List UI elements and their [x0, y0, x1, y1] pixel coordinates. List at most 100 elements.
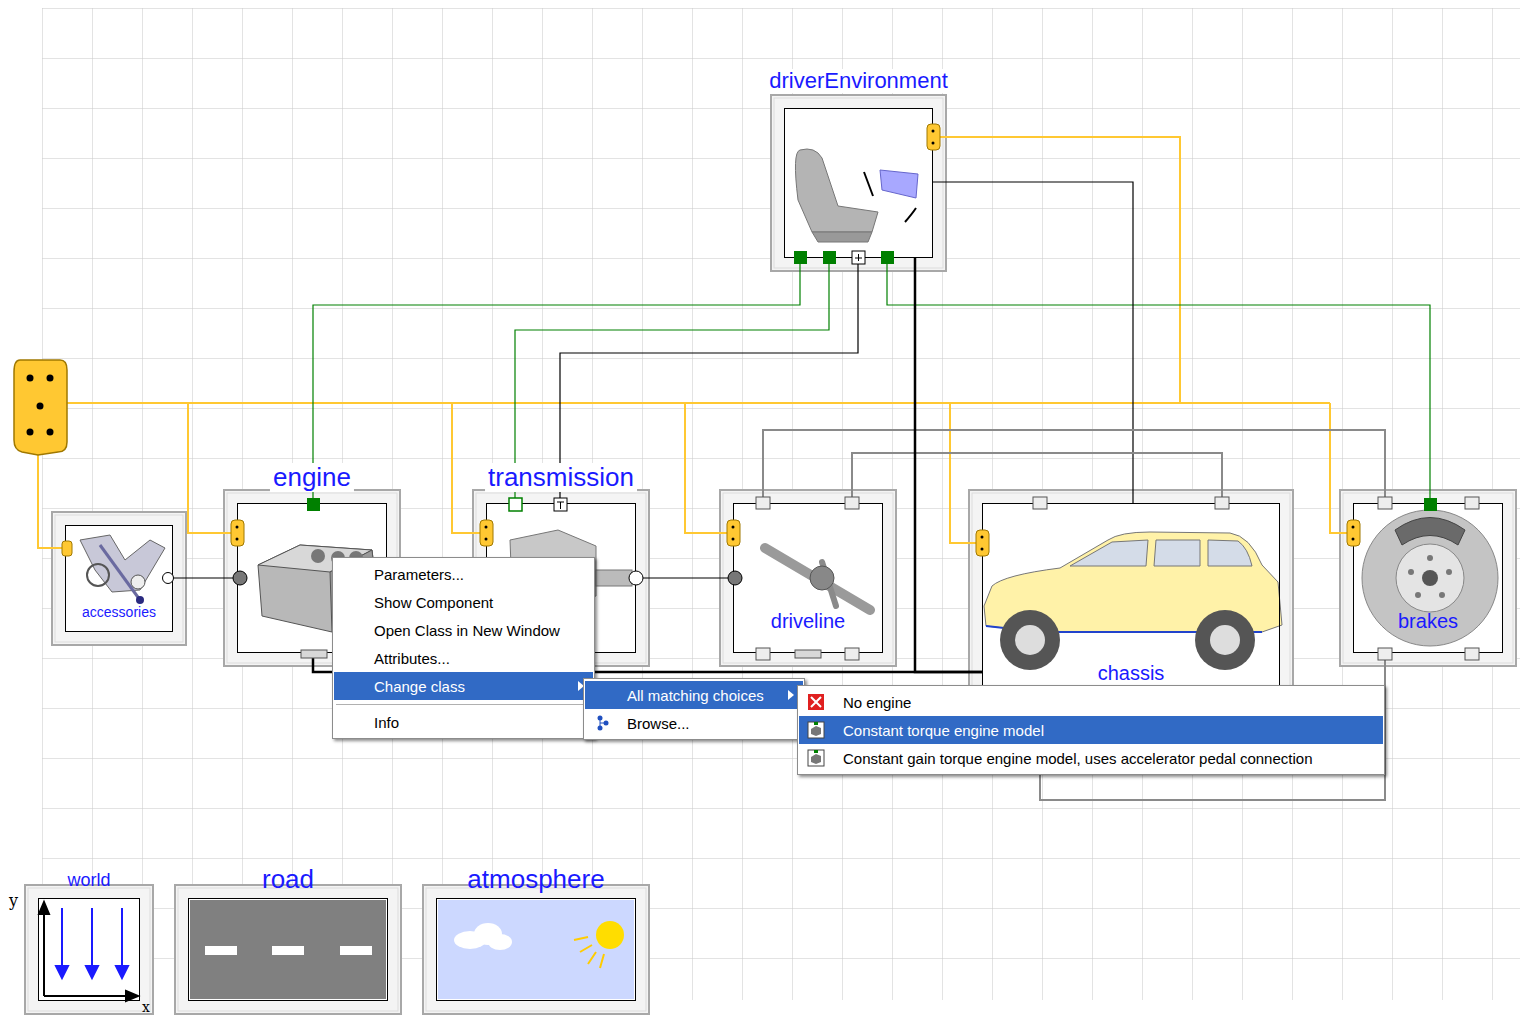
- connection-wire: [915, 258, 982, 672]
- change-class-submenu: All matching choicesBrowse...: [583, 678, 805, 740]
- grid: [42, 8, 1520, 1000]
- menu-icon-part: [811, 726, 821, 736]
- bus-connector-part: [27, 429, 34, 436]
- brake-disc-illustration-part: [1446, 569, 1452, 575]
- driver-seat-illustration-part: [812, 232, 872, 242]
- block-frame-part: [720, 490, 896, 666]
- accessories-illustration: [80, 535, 165, 604]
- world-gravity-illustration-part: [121, 908, 123, 970]
- block-frame-part: [188, 898, 388, 1001]
- connection-wire: [313, 258, 800, 503]
- block-frame-part: [175, 885, 401, 1014]
- driveline-illustration-part: [810, 566, 834, 590]
- bus-connector-part: [27, 375, 34, 382]
- car-illustration-part: [1015, 625, 1045, 655]
- wheel-frame-port: [756, 497, 1479, 660]
- menu-item-text: Constant gain torque engine model, uses …: [843, 750, 1312, 767]
- world-axes-part: [43, 910, 45, 996]
- block-frame-part: [771, 95, 946, 271]
- block-frame: [1340, 490, 1516, 666]
- bus-port-pins-part: [932, 142, 935, 145]
- brake-disc-illustration-part: [1415, 592, 1421, 598]
- block-frame-part: [38, 898, 140, 1001]
- connection-wire: [173, 577, 237, 578]
- block-label: accessories: [82, 605, 156, 620]
- menu-icon-part: [808, 750, 824, 766]
- brakes-block: brakes: [1353, 503, 1503, 653]
- car-illustration-part: [1000, 610, 1060, 670]
- driver-seat-illustration: [795, 149, 918, 242]
- menu-item-text: Attributes...: [374, 650, 450, 667]
- menu-icon-part: [808, 722, 824, 738]
- bus-port-pins: [236, 130, 1355, 551]
- bus-port-part: [62, 541, 72, 556]
- menu-item: Constant gain torque engine model, uses …: [799, 744, 1383, 772]
- block-frame: [175, 885, 401, 1014]
- menu-item-text: Browse...: [627, 715, 690, 732]
- menu-item-text: Show Component: [374, 594, 493, 611]
- connection-wire: [933, 182, 1133, 503]
- brake-disc-illustration-part: [1362, 510, 1498, 646]
- world-gravity-illustration-part: [91, 908, 93, 970]
- block-label: brakes: [1398, 610, 1458, 632]
- bus-connector-part: [37, 403, 44, 410]
- block-frame: [25, 885, 153, 1014]
- block-frame: [52, 512, 186, 645]
- bus-connector-part: [47, 429, 54, 436]
- block-frame-part: [969, 490, 1293, 706]
- world-gravity-illustration: [56, 908, 128, 978]
- world-axes-part: [126, 991, 138, 1001]
- menu-item: Info: [334, 708, 593, 736]
- signal-port: [307, 251, 1437, 511]
- world-axes-part: [39, 902, 49, 914]
- car-illustration-part: [1195, 610, 1255, 670]
- block-label: chassis: [1098, 662, 1165, 684]
- brake-disc-illustration-part: [1439, 592, 1445, 598]
- brake-disc-illustration-part: [1427, 555, 1433, 561]
- gear-port-part: [554, 498, 567, 511]
- world-gravity-illustration-part: [116, 966, 128, 978]
- block-heading: road: [259, 865, 317, 894]
- menu-icon: [807, 749, 825, 767]
- menu-icon: [807, 693, 825, 711]
- world-block: world: [38, 898, 140, 1001]
- signal-port-part: [307, 498, 320, 511]
- submenu-arrow-part: [788, 690, 794, 700]
- menu-item: Open Class in New Window: [334, 616, 593, 644]
- wheel-frame-port-part: [845, 648, 859, 660]
- driveline-illustration: [765, 548, 870, 610]
- block-frame: [771, 95, 946, 271]
- block-frame-part: [178, 888, 398, 1011]
- wheel-frame-port-part: [756, 648, 770, 660]
- block-heading: transmission: [485, 463, 637, 492]
- flange-part: [163, 573, 174, 584]
- menu-item-text: Parameters...: [374, 566, 464, 583]
- driveline-illustration-part: [765, 548, 870, 610]
- driver-seat-illustration-part: [795, 149, 878, 232]
- driveline-block: driveline: [733, 503, 883, 653]
- wheel-frame-port-part: [1378, 648, 1392, 660]
- atmosphere-illustration: [438, 900, 634, 999]
- signal-port-part: [1424, 498, 1437, 511]
- atmosphere-illustration-part: [596, 921, 624, 949]
- block-frame-part: [1353, 503, 1503, 653]
- context-menu: Parameters... Show ComponentOpen Class in…: [332, 557, 595, 739]
- block-frame: [969, 490, 1293, 706]
- block-frame-part: [723, 493, 893, 663]
- block-frame: [423, 885, 649, 1014]
- accessories-illustration-part: [136, 596, 144, 604]
- mount-port-part: [795, 650, 821, 658]
- road-illustration: [190, 900, 386, 999]
- bus-wire-part: [188, 403, 237, 533]
- axis-label: y: [9, 893, 18, 909]
- atmosphere-illustration-part: [488, 934, 512, 950]
- car-illustration-part: [1210, 625, 1240, 655]
- block-frame: [720, 490, 896, 666]
- menu-item: All matching choices: [585, 681, 803, 709]
- bus-wire: [38, 137, 1353, 548]
- menu-icon-part: [814, 722, 818, 725]
- world-gravity-illustration-part: [61, 908, 63, 970]
- bus-wire-part: [685, 403, 733, 533]
